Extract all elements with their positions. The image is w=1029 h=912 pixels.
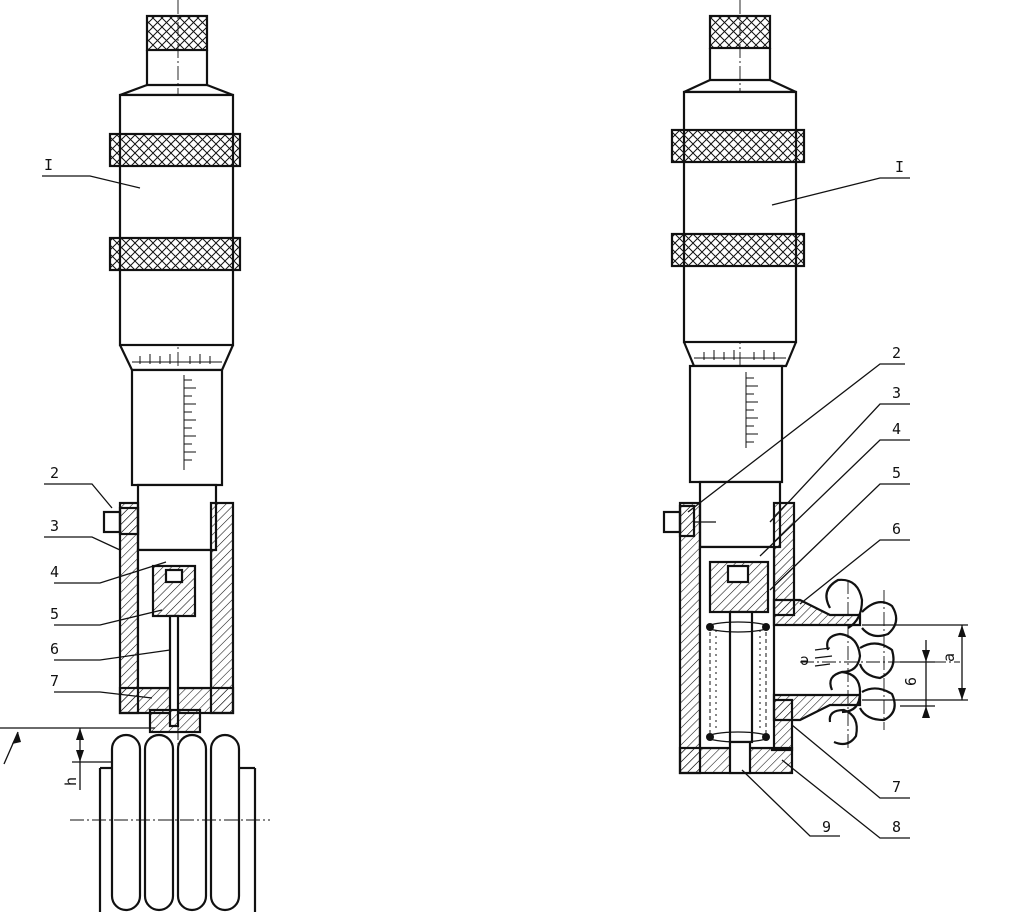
right-spindle xyxy=(698,480,782,549)
right-callout-I: I xyxy=(895,158,904,176)
right-view: ǝ a 6 xyxy=(662,0,968,839)
right-neck xyxy=(708,48,772,82)
left-callout-2: 2 xyxy=(50,464,59,482)
left-knurled-ring-upper xyxy=(108,132,242,168)
right-dimension-6: 6 xyxy=(900,640,935,718)
right-callout-5: 5 xyxy=(892,464,901,482)
right-coil-specimen: ǝ xyxy=(800,578,960,750)
right-top-cap xyxy=(708,14,772,50)
right-upper-arm xyxy=(772,598,862,627)
left-leaders xyxy=(42,175,171,699)
right-scale xyxy=(745,372,758,448)
left-body xyxy=(118,93,235,347)
left-sleeve xyxy=(130,368,224,487)
left-callout-5: 5 xyxy=(50,605,59,623)
right-callout-9: 9 xyxy=(822,818,831,836)
left-dimension-h: h xyxy=(62,728,112,790)
left-clamp-screw xyxy=(102,510,122,534)
right-dim-6-label: 6 xyxy=(902,677,920,686)
right-callout-2: 2 xyxy=(892,344,901,362)
right-callout-7: 7 xyxy=(892,778,901,796)
left-callout-7: 7 xyxy=(50,672,59,690)
right-knurled-ring-lower xyxy=(670,232,806,268)
right-bottom-pin xyxy=(728,740,752,775)
right-knurled-ring-upper xyxy=(670,128,806,164)
right-callout-6: 6 xyxy=(892,520,901,538)
left-callout-I: I xyxy=(44,156,53,174)
right-housing-wall-left xyxy=(678,501,702,775)
left-neck xyxy=(145,50,209,87)
left-top-cap xyxy=(145,14,209,52)
left-callout-6: 6 xyxy=(50,640,59,658)
right-inner-spring xyxy=(706,610,770,744)
right-sleeve xyxy=(688,364,784,484)
left-tip xyxy=(148,708,202,734)
left-spring xyxy=(70,733,270,912)
right-callout-3: 3 xyxy=(892,384,901,402)
left-view: h I 2 3 4 5 6 7 xyxy=(0,0,270,912)
right-housing-wall-right-upper xyxy=(772,501,796,617)
left-knurled-ring-lower xyxy=(108,236,242,272)
left-scale xyxy=(183,375,196,470)
right-leaders xyxy=(687,177,910,839)
left-callout-4: 4 xyxy=(50,563,59,581)
left-housing-wall-right xyxy=(209,501,235,715)
left-spindle xyxy=(136,483,218,552)
right-callout-4: 4 xyxy=(892,420,901,438)
left-dim-h-label: h xyxy=(62,777,80,786)
right-lower-arm xyxy=(772,693,862,722)
svg-text:ǝ: ǝ xyxy=(800,651,809,669)
right-callout-8: 8 xyxy=(892,818,901,836)
right-dim-a-label: a xyxy=(940,653,958,662)
right-clamp-screw xyxy=(662,510,682,534)
right-dimension-a: a xyxy=(862,624,968,701)
left-callout-3: 3 xyxy=(50,517,59,535)
left-taper xyxy=(119,344,235,372)
